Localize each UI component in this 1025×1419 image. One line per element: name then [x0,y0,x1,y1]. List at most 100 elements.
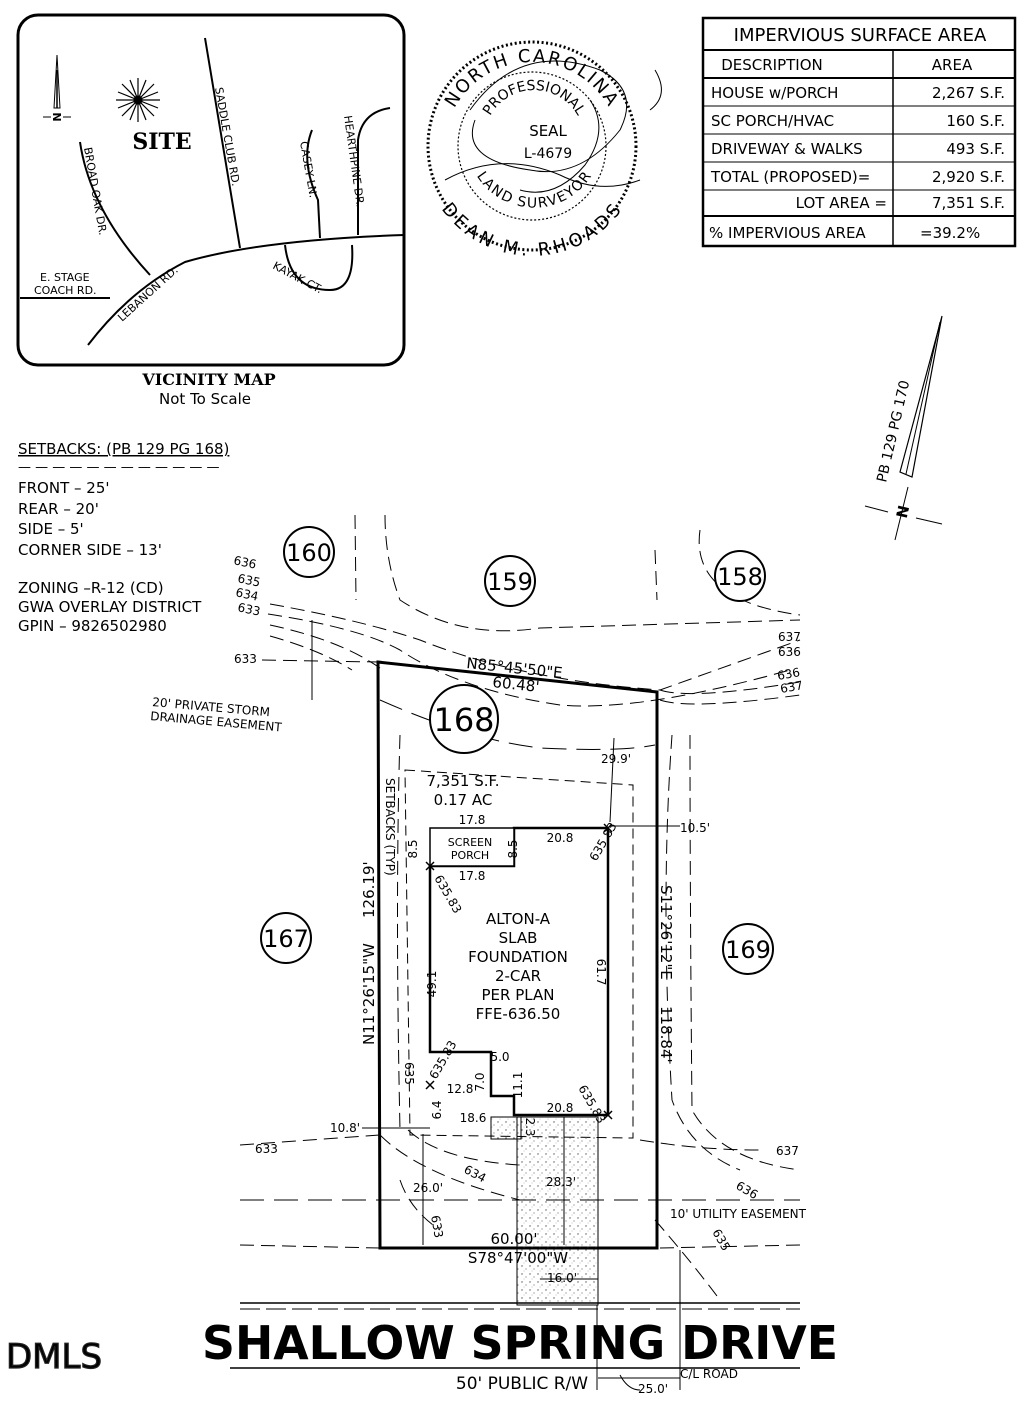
contour-lines [239,514,801,1301]
porch-label-2: PORCH [451,849,489,862]
table-header-description: DESCRIPTION [721,56,823,74]
contour-634: 634 [234,585,259,603]
contour-633l: 633 [255,1142,278,1156]
setback-side: SIDE – 5' [18,520,84,538]
setbacks-title: SETBACKS: (PB 129 PG 168) [18,440,229,458]
dim-49-1: 49.1 [425,971,439,998]
porch-label-1: SCREEN [448,836,492,849]
dim-18-6: 18.6 [460,1111,487,1125]
site-plan [230,514,801,1391]
lot-168: 168 [433,701,494,739]
left-bearing: N11°26'15"W [360,943,378,1045]
surveyor-seal: NORTH CAROLINA DEAN M. RHOADS PROFESSION… [426,40,662,261]
setbacks-typ: SETBACKS (TYP) [383,778,397,876]
lot-circles [260,526,774,975]
dim-8-5-left: 8.5 [406,839,420,858]
table-row-5-desc: LOT AREA = [796,194,887,212]
table-row-3-area: 493 S.F. [946,140,1005,158]
house-slab: SLAB [499,929,538,947]
table-row-1-desc: HOUSE w/PORCH [711,84,838,102]
contour-634b: 634 [462,1162,489,1185]
setback-corner: CORNER SIDE – 13' [18,541,162,559]
seal-center: SEAL [529,122,567,140]
screen-porch [429,827,515,867]
house-foundation: FOUNDATION [468,948,568,966]
rear-distance: 60.48' [492,673,541,696]
setback-notes: SETBACKS: (PB 129 PG 168) — — — — — — — … [18,440,229,635]
dim-10-5: 10.5' [680,821,710,835]
setback-front: FRONT – 25' [18,479,110,497]
dim-2-3: 2.3 [523,1117,537,1136]
plat-north-arrow-icon [864,315,943,541]
site-label: SITE [132,129,191,155]
dim-8-5-right: 8.5 [506,839,520,858]
dim-20-8-top: 20.8 [547,831,574,845]
house-per-plan: PER PLAN [482,986,555,1004]
lot-167: 167 [263,925,309,953]
vicinity-map: N SITE BROAD OAK DR. SADDLE CLUB RD. CAS… [16,13,406,408]
right-bearing: S11°26'12"E [657,885,675,980]
impervious-table-title: IMPERVIOUS SURFACE AREA [734,25,987,46]
contour-636b: 636 [734,1178,761,1202]
house-model: ALTON-A [486,910,551,928]
vicinity-roads [20,37,405,346]
contour-633b: 633 [234,652,257,666]
road-e-stage: E. STAGE [40,271,90,284]
dim-26-0: 26.0' [413,1181,443,1195]
table-row-1-area: 2,267 S.F. [932,84,1005,102]
seal-inner-top: PROFESSIONAL [480,78,588,118]
contour-633v: 633 [428,1214,446,1239]
dim-6-4: 6.4 [430,1100,444,1119]
dim-12-8: 12.8 [447,1082,474,1096]
zoning: ZONING –R-12 (CD) [18,579,164,597]
contour-637r2: 637 [779,678,804,696]
impervious-table: IMPERVIOUS SURFACE AREA DESCRIPTION AREA… [701,16,1017,248]
lot-160: 160 [286,539,332,567]
dim-17-8-bottom: 17.8 [459,869,486,883]
spot-markers [425,823,613,1120]
overlay-district: GWA OVERLAY DISTRICT [18,598,202,616]
watermark: DMLS [6,1337,102,1377]
lot-area-sf: 7,351 S.F. [427,772,500,790]
vicinity-north-arrow-icon [43,54,71,118]
property-boundary [376,660,659,1250]
house-garage: 2-CAR [495,967,541,985]
house-labels: ALTON-A SLAB FOUNDATION 2-CAR PER PLAN F… [468,910,568,1023]
dim-11-1: 11.1 [511,1072,525,1099]
lot-169: 169 [725,936,771,964]
utility-easement: 10' UTILITY EASEMENT [670,1207,807,1221]
dim-17-8-top: 17.8 [459,813,486,827]
right-distance: 118.84' [657,1006,675,1063]
dim-16-0: 16.0' [547,1271,577,1285]
dim-20-8-bottom: 20.8 [547,1101,574,1115]
setback-line [404,769,634,1139]
lot-159: 159 [487,568,533,596]
seal-signature [444,60,662,193]
table-row-3-desc: DRIVEWAY & WALKS [711,140,863,158]
house-ffe: FFE-636.50 [476,1005,561,1023]
centerline-label: C/L ROAD [680,1367,738,1381]
plat-north-label: N [893,504,913,520]
table-row-4-desc: TOTAL (PROPOSED)= [710,168,870,186]
dimension-lines [311,620,681,1391]
contour-635b: 635 [709,1227,733,1254]
street-name: SHALLOW SPRING DRIVE [202,1316,838,1370]
setback-rear: REAR – 20' [18,500,99,518]
table-row-6-desc: % IMPERVIOUS AREA [709,224,866,242]
driveway [516,1116,599,1306]
road-broad-oak: BROAD OAK DR. [81,146,109,236]
road-kayak: KAYAK CT. [271,259,325,296]
road-saddle-club: SADDLE CLUB RD. [212,86,242,187]
dim-28-3: 28.3' [546,1175,576,1189]
contour-637r: 637 [778,630,801,644]
road-coach: COACH RD. [34,284,97,297]
contour-635v: 635 [402,1062,416,1085]
road-casey: CASEY LN. [297,140,320,199]
street-row: 50' PUBLIC R/W [456,1374,588,1394]
dim-29-9: 29.9' [601,752,631,766]
table-header-area: AREA [932,56,973,74]
table-row-4-area: 2,920 S.F. [932,168,1005,186]
road-hearthpine: HEARTHPINE DR. [341,115,367,208]
table-row-2-area: 160 S.F. [946,112,1005,130]
